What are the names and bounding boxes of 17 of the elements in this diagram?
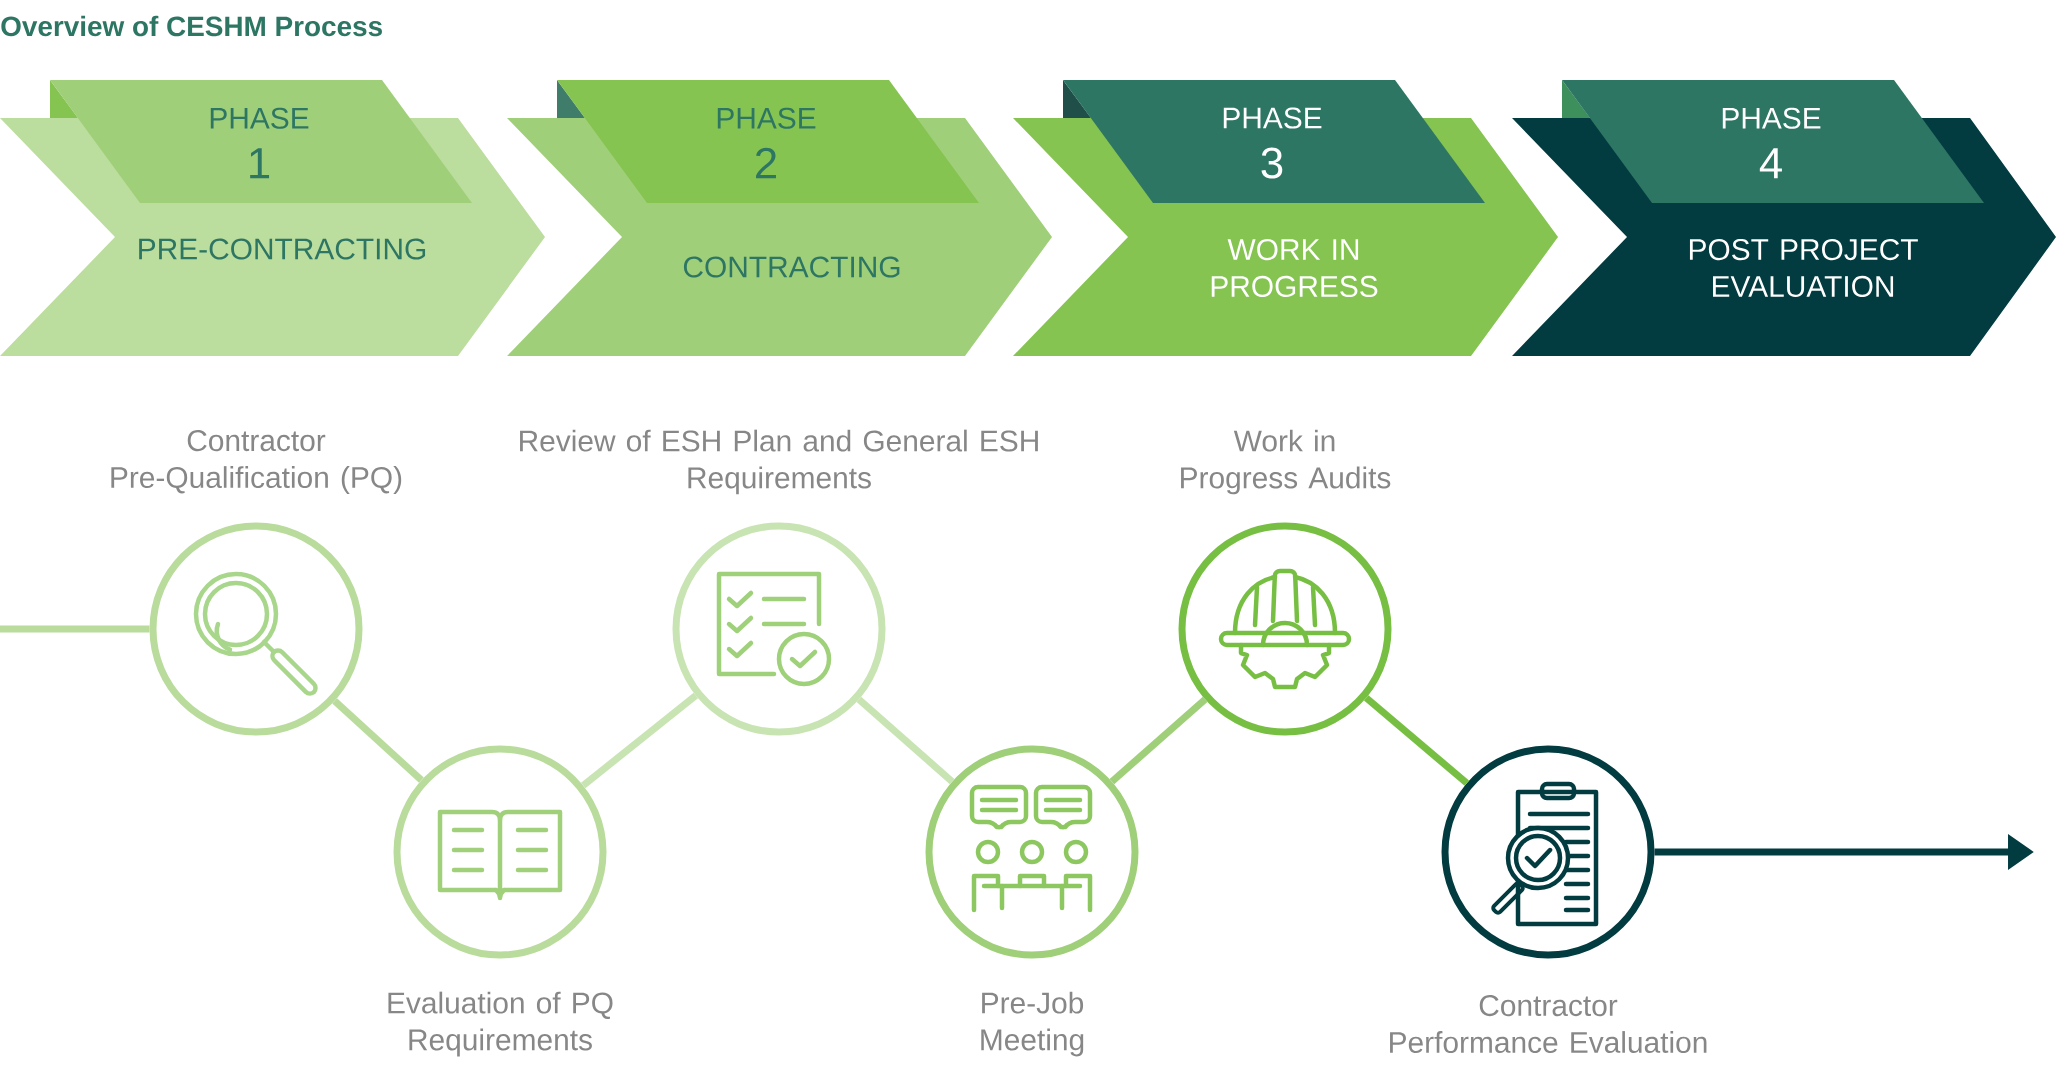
phase-tab: PHASE 4 [1562, 80, 1984, 203]
connector-line [0, 625, 150, 633]
circle-caption: Work in Progress Audits [1181, 429, 1391, 495]
connector-line [1109, 696, 1208, 785]
circle-caption: Pre-Job Meeting [981, 991, 1084, 1057]
circle-caption: Review of ESH Plan and General ESH Requirements [520, 429, 1038, 495]
connector-line [856, 696, 955, 785]
phase-tab: PHASE 1 [50, 80, 472, 203]
circle-caption: Evaluation of PQ Requirements [388, 991, 613, 1057]
title: Overview of CESHM Process [1, 15, 382, 37]
connector-line [1363, 695, 1470, 786]
phase-tab: PHASE 3 [1063, 80, 1485, 203]
circle-caption: Contractor Pre-Qualification (PQ) [111, 430, 402, 494]
phase-tab: PHASE 2 [557, 80, 979, 203]
connector-line [332, 698, 424, 783]
circle-caption: Contractor Performance Evaluation [1390, 995, 1707, 1054]
connector-line [581, 692, 698, 789]
